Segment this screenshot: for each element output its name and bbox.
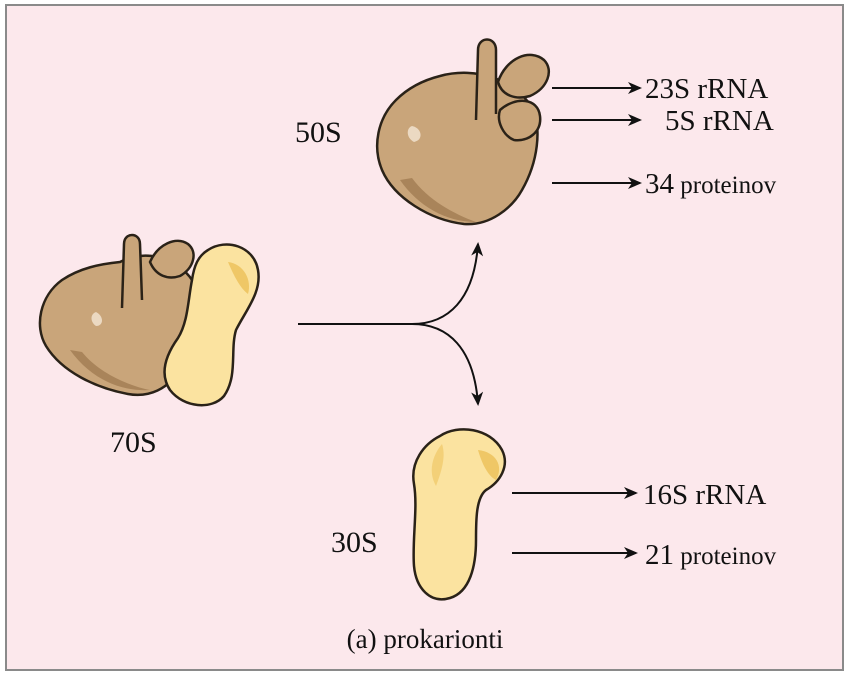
- label-70s: 70S: [110, 426, 157, 459]
- product-16s-rrna: 16S rRNA: [643, 479, 766, 511]
- product-34-proteins: 34 proteinov: [645, 168, 777, 200]
- product-5s-rrna: 5S rRNA: [665, 105, 774, 137]
- product-23s-rrna: 23S rRNA: [645, 73, 768, 105]
- label-30s: 30S: [331, 526, 378, 559]
- figure-caption: (a) prokarionti: [347, 624, 504, 654]
- label-50s: 50S: [295, 116, 342, 149]
- product-21-proteins: 21 proteinov: [645, 539, 777, 571]
